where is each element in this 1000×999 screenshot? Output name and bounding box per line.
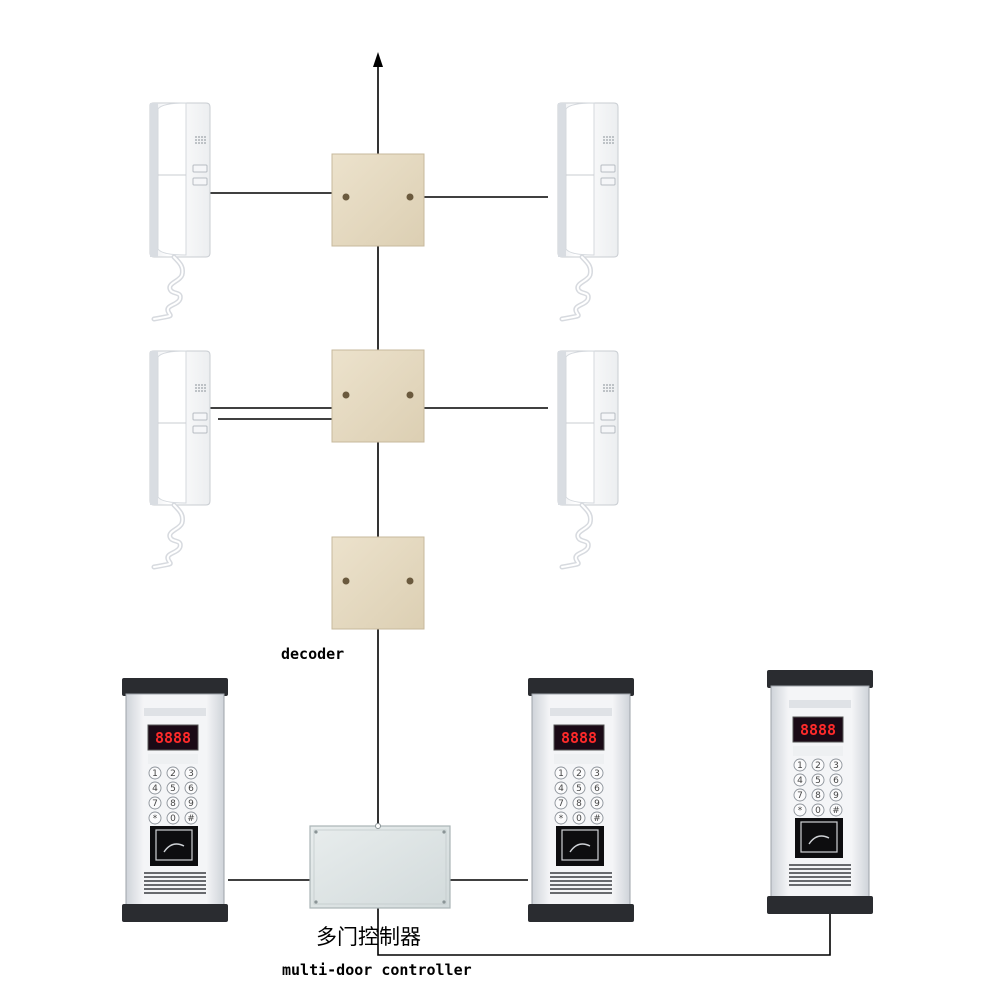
keypad-key-label: 3 <box>188 769 194 779</box>
keypad-key <box>184 781 198 795</box>
keypad-key <box>554 811 568 825</box>
intercom-handset-icon <box>149 102 211 322</box>
decoder-box-top <box>331 153 425 247</box>
wire-panel-3 <box>377 905 831 956</box>
keypad-key <box>793 773 807 787</box>
keypad-key <box>829 803 843 817</box>
door-station-panel-icon: 8888 1 2 3 4 5 6 7 8 9 * 0 # <box>767 670 873 914</box>
decoder-label: decoder <box>281 645 344 663</box>
keypad-key <box>184 811 198 825</box>
keypad-key-label: * <box>153 814 158 824</box>
controller-box-icon <box>309 823 451 909</box>
keypad-key <box>829 788 843 802</box>
keypad-key-label: 5 <box>815 776 821 786</box>
keypad-key <box>554 781 568 795</box>
keypad-key-label: 4 <box>558 784 564 794</box>
keypad-key-label: * <box>559 814 564 824</box>
keypad-key-label: 0 <box>170 814 176 824</box>
keypad-key-label: 3 <box>833 761 839 771</box>
keypad-key-label: 0 <box>815 806 821 816</box>
keypad-key <box>166 766 180 780</box>
keypad-key-label: # <box>832 806 840 816</box>
keypad-key-label: 1 <box>152 769 158 779</box>
keypad-key <box>590 766 604 780</box>
keypad-key <box>829 758 843 772</box>
keypad-key <box>590 781 604 795</box>
keypad-key-label: 3 <box>594 769 600 779</box>
keypad-key <box>572 781 586 795</box>
keypad-key-label: 2 <box>815 761 821 771</box>
display-readout: 8888 <box>800 721 836 739</box>
intercom-handset-icon <box>149 350 211 570</box>
keypad-key-label: * <box>798 806 803 816</box>
keypad-key-label: 8 <box>170 799 176 809</box>
keypad-key <box>811 803 825 817</box>
keypad-key <box>184 796 198 810</box>
keypad-key <box>166 811 180 825</box>
decoder-box-bottom <box>331 536 425 630</box>
keypad-key-label: 9 <box>594 799 600 809</box>
keypad-key-label: 4 <box>797 776 803 786</box>
keypad-key <box>811 758 825 772</box>
keypad-key-label: 0 <box>576 814 582 824</box>
riser-up-arrow-icon <box>373 52 383 67</box>
intercom-handset-icon <box>557 350 619 570</box>
keypad-key <box>793 803 807 817</box>
display-readout: 8888 <box>561 729 597 747</box>
keypad-key-label: 8 <box>576 799 582 809</box>
keypad-key-label: 7 <box>797 791 803 801</box>
display-readout: 8888 <box>155 729 191 747</box>
door-station-panel-icon: 8888 1 2 3 4 5 6 7 8 9 * 0 # <box>528 678 634 922</box>
wires <box>210 66 831 956</box>
keypad-key <box>811 788 825 802</box>
keypad-key-label: # <box>187 814 195 824</box>
keypad-key <box>166 781 180 795</box>
keypad-key <box>554 766 568 780</box>
keypad-key-label: 5 <box>576 784 582 794</box>
keypad-key-label: 7 <box>558 799 564 809</box>
keypad-key <box>148 796 162 810</box>
door-station-panel-icon: 8888 1 2 3 4 5 6 7 8 9 * 0 # <box>122 678 228 922</box>
keypad-key <box>148 781 162 795</box>
keypad-key <box>554 796 568 810</box>
keypad-key-label: 2 <box>170 769 176 779</box>
keypad-key <box>590 796 604 810</box>
keypad-key <box>793 788 807 802</box>
keypad-key-label: 4 <box>152 784 158 794</box>
keypad-key-label: 8 <box>815 791 821 801</box>
keypad-key <box>166 796 180 810</box>
keypad-key <box>148 811 162 825</box>
intercom-handset-icon <box>557 102 619 322</box>
keypad-key <box>793 758 807 772</box>
keypad-key-label: 1 <box>558 769 564 779</box>
decoder-box-middle <box>331 349 425 443</box>
keypad-key <box>572 796 586 810</box>
keypad-key <box>590 811 604 825</box>
keypad-key-label: 5 <box>170 784 176 794</box>
keypad-key <box>572 766 586 780</box>
controller-label-cn: 多门控制器 <box>316 925 421 949</box>
keypad-key-label: 9 <box>188 799 194 809</box>
keypad-key <box>811 773 825 787</box>
keypad-key <box>829 773 843 787</box>
keypad-key-label: 1 <box>797 761 803 771</box>
keypad-key-label: # <box>593 814 601 824</box>
keypad-key <box>184 766 198 780</box>
keypad-key-label: 2 <box>576 769 582 779</box>
keypad-key-label: 6 <box>188 784 194 794</box>
keypad-key <box>572 811 586 825</box>
keypad-key <box>148 766 162 780</box>
keypad-key-label: 7 <box>152 799 158 809</box>
controller-label-en: multi-door controller <box>282 961 472 979</box>
keypad-key-label: 9 <box>833 791 839 801</box>
keypad-key-label: 6 <box>594 784 600 794</box>
keypad-key-label: 6 <box>833 776 839 786</box>
